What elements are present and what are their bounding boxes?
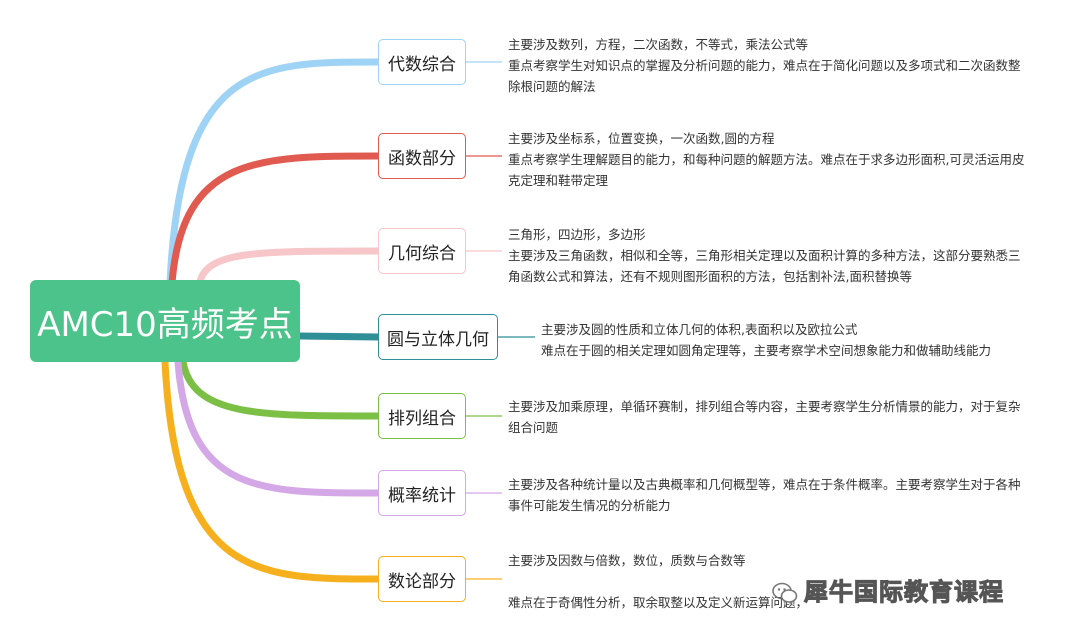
topic-description-probability: 主要涉及各种统计量以及古典概率和几何概型等，难点在于条件概率。主要考察学生对于各… [508, 474, 1021, 516]
description-line: 主要涉及数列，方程，二次函数，不等式，乘法公式等 [508, 37, 809, 52]
description-line: 主要涉及坐标系，位置变换，一次函数,圆的方程 [508, 131, 775, 146]
description-line: 主要涉及加乘原理，单循环赛制，排列组合等内容，主要考察学生分析情景的能力，对于复… [508, 399, 1021, 414]
description-line: 主要涉及各种统计量以及古典概率和几何概型等，难点在于条件概率。主要考察学生对于各… [508, 477, 1021, 492]
description-line: 三角形，四边形，多边形 [508, 227, 646, 242]
branch-function [168, 152, 382, 287]
topic-description-numbertheory: 主要涉及因数与倍数，数位，质数与合数等 难点在于奇偶性分析，取余取整以及定义新运… [508, 550, 808, 613]
root-label: AMC10高频考点 [37, 304, 293, 345]
description-line: 重点考察学生理解题目的能力，和每种问题的解题方法。难点在于求多边形面积,可灵活运… [508, 152, 1025, 167]
branch-combinatorics [179, 358, 382, 420]
topic-label: 数论部分 [388, 571, 456, 592]
description-line: 主要涉及圆的性质和立体几何的体积,表面积以及欧拉公式 [541, 322, 858, 337]
description-line: 难点在于奇偶性分析，取余取整以及定义新运算问题， [508, 595, 809, 610]
topic-node-geometry[interactable]: 几何综合 [378, 228, 466, 274]
topic-node-circle[interactable]: 圆与立体几何 [378, 314, 498, 360]
topic-node-function[interactable]: 函数部分 [378, 133, 466, 179]
topic-node-combinatorics[interactable]: 排列组合 [378, 393, 466, 439]
description-line: 主要涉及因数与倍数，数位，质数与合数等 [508, 553, 746, 568]
branch-circle [296, 332, 382, 341]
branch-numbertheory [161, 358, 382, 583]
topic-label: 代数综合 [388, 54, 456, 75]
description-line: 重点考察学生对知识点的掌握及分析问题的能力，难点在于简化问题以及多项式和二次函数… [508, 58, 1021, 73]
topic-label: 概率统计 [388, 485, 456, 506]
watermark: 犀牛国际教育课程 [772, 572, 1004, 607]
description-line: 主要涉及三角函数，相似和全等，三角形相关定理以及面积计算的多种方法，这部分要熟悉… [508, 248, 1021, 263]
description-line: 组合问题 [508, 420, 559, 435]
branch-probability [174, 358, 382, 497]
description-line: 难点在于圆的相关定理如圆角定理等，主要考察学术空间想象能力和做辅助线能力 [541, 343, 992, 358]
root-node[interactable]: AMC10高频考点 [30, 280, 300, 362]
description-line: 除根问题的解法 [508, 79, 596, 94]
topic-label: 几何综合 [388, 243, 456, 264]
description-line [508, 571, 808, 592]
topic-description-combinatorics: 主要涉及加乘原理，单循环赛制，排列组合等内容，主要考察学生分析情景的能力，对于复… [508, 396, 1021, 438]
topic-description-algebra: 主要涉及数列，方程，二次函数，不等式，乘法公式等重点考察学生对知识点的掌握及分析… [508, 34, 1021, 97]
watermark-text: 犀牛国际教育课程 [804, 578, 1004, 607]
topic-label: 函数部分 [388, 148, 456, 169]
topic-description-function: 主要涉及坐标系，位置变换，一次函数,圆的方程 重点考察学生理解题目的能力，和每种… [508, 128, 1024, 191]
topic-description-geometry: 三角形，四边形，多边形主要涉及三角函数，相似和全等，三角形相关定理以及面积计算的… [508, 224, 1021, 287]
topic-label: 排列组合 [388, 408, 456, 429]
topic-label: 圆与立体几何 [387, 329, 489, 350]
topic-node-algebra[interactable]: 代数综合 [378, 39, 466, 85]
wechat-icon [772, 582, 798, 603]
branch-algebra [166, 58, 382, 287]
branch-geometry [196, 247, 382, 285]
description-line: 克定理和鞋带定理 [508, 173, 609, 188]
topic-node-probability[interactable]: 概率统计 [378, 470, 466, 516]
description-line: 角函数公式和算法，还有不规则图形面积的方法，包括割补法,面积替换等 [508, 269, 912, 284]
description-line: 事件可能发生情况的分析能力 [508, 498, 671, 513]
topic-description-circle: 主要涉及圆的性质和立体几何的体积,表面积以及欧拉公式难点在于圆的相关定理如圆角定… [541, 319, 991, 361]
topic-node-numbertheory[interactable]: 数论部分 [378, 556, 466, 602]
